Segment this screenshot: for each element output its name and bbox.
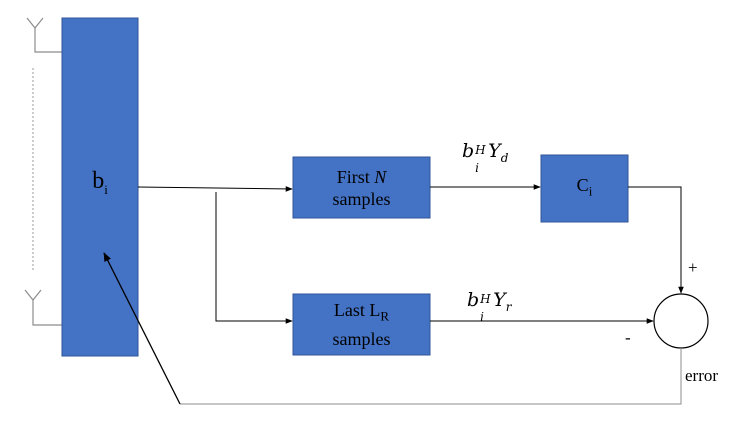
first-samples-block [292,156,431,219]
branch-to-last [215,192,293,324]
minus-sign: - [625,328,631,347]
beamformer-block [61,17,139,357]
antenna-top-icon [26,17,62,53]
antenna-bottom-icon [24,289,62,326]
error-feedback-line [180,348,682,405]
last-samples-label: Last LR samples [332,300,391,349]
arrow-beamformer-to-first [137,186,293,192]
last-samples-block [292,293,431,356]
plus-sign: + [688,258,698,277]
arrow-channel-to-summer [628,186,684,294]
channel-block [540,154,629,223]
arrow-error-to-beamformer [103,252,181,405]
beamformer-label: bi [92,167,108,197]
first-samples-label: First N samples [332,166,391,209]
channel-label: Ci [576,175,593,199]
summing-junction [653,293,709,349]
error-label: error [685,366,719,385]
